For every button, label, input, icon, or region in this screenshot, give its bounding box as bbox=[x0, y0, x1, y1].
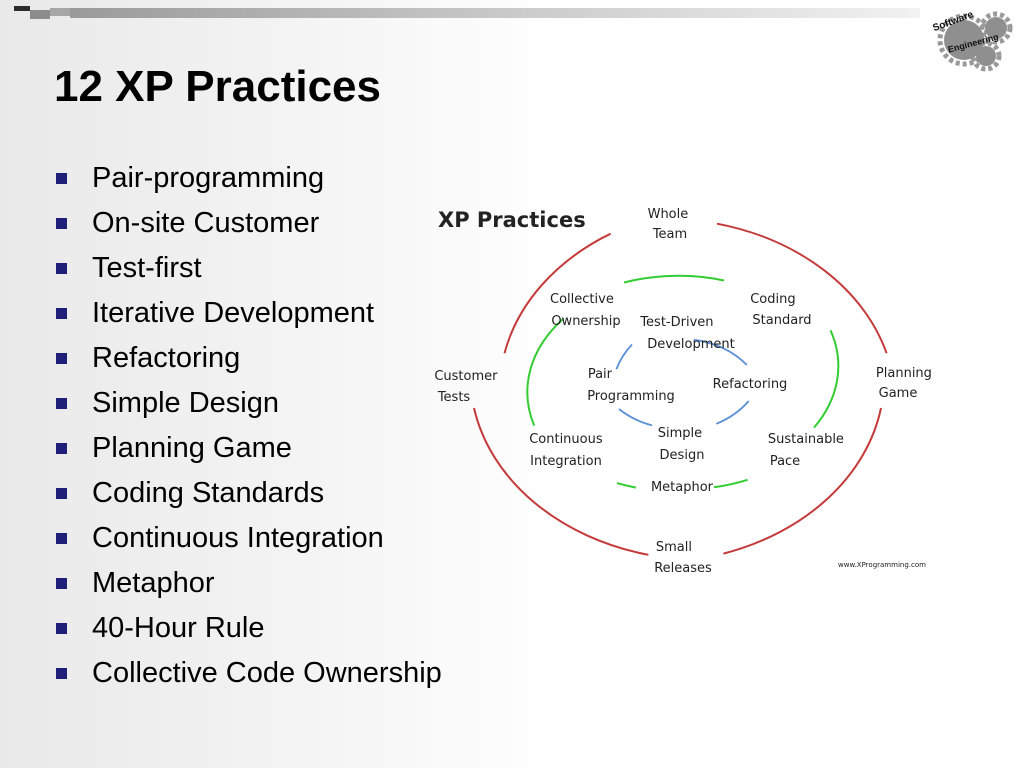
top-decoration-bar bbox=[0, 0, 1024, 24]
label-small-releases: Small Releases bbox=[654, 540, 712, 576]
gear-icon bbox=[937, 11, 1013, 72]
label-metaphor: Metaphor bbox=[651, 480, 714, 495]
list-item: Metaphor bbox=[56, 561, 442, 606]
list-item-text: Test-first bbox=[92, 252, 202, 284]
outer-ring bbox=[473, 222, 888, 556]
list-item: Pair-programming bbox=[56, 156, 442, 201]
xp-practices-diagram: XP Practices Whole Team Planning Game Sm… bbox=[434, 207, 936, 576]
list-item-text: Metaphor bbox=[92, 567, 215, 599]
list-item-text: 40-Hour Rule bbox=[92, 612, 265, 644]
slide-title: 12 XP Practices bbox=[54, 62, 381, 111]
list-item-text: Planning Game bbox=[92, 432, 292, 464]
bullet-square-icon bbox=[56, 308, 67, 319]
inner-ring bbox=[615, 338, 750, 427]
list-item: Simple Design bbox=[56, 381, 442, 426]
label-pair-programming: Pair Programming bbox=[587, 367, 675, 404]
gear-icon bbox=[985, 17, 1007, 39]
middle-ring bbox=[526, 274, 840, 489]
list-item: On-site Customer bbox=[56, 201, 442, 246]
gear-icon bbox=[944, 20, 984, 60]
label-refactoring: Refactoring bbox=[713, 377, 788, 392]
list-item-text: Collective Code Ownership bbox=[92, 657, 442, 689]
bullet-square-icon bbox=[56, 218, 67, 229]
bullet-square-icon bbox=[56, 263, 67, 274]
list-item: Test-first bbox=[56, 246, 442, 291]
label-continuous-integration: Continuous Integration bbox=[529, 432, 607, 469]
gear-icon bbox=[976, 46, 996, 66]
bullet-square-icon bbox=[56, 668, 67, 679]
bullet-square-icon bbox=[56, 623, 67, 634]
bullet-square-icon bbox=[56, 533, 67, 544]
software-engineering-logo: Software Engineering bbox=[931, 9, 1013, 72]
list-item-text: Refactoring bbox=[92, 342, 241, 374]
practice-list: Pair-programming On-site Customer Test-f… bbox=[56, 156, 442, 696]
list-item-text: Iterative Development bbox=[92, 297, 375, 329]
label-sustainable-pace: Sustainable Pace bbox=[768, 432, 848, 469]
decor-block bbox=[14, 6, 30, 11]
bullet-square-icon bbox=[56, 398, 67, 409]
diagram-credit: www.XProgramming.com bbox=[838, 561, 926, 569]
list-item-text: Coding Standards bbox=[92, 477, 325, 509]
list-item: Continuous Integration bbox=[56, 516, 442, 561]
list-item-text: Continuous Integration bbox=[92, 522, 384, 554]
list-item: Coding Standards bbox=[56, 471, 442, 516]
label-test-driven-development: Test-Driven Development bbox=[639, 315, 734, 352]
list-item: Iterative Development bbox=[56, 291, 442, 336]
label-collective-ownership: Collective Ownership bbox=[550, 292, 621, 329]
bullet-square-icon bbox=[56, 443, 67, 454]
bullet-square-icon bbox=[56, 578, 67, 589]
list-item-text: Pair-programming bbox=[92, 162, 325, 194]
list-item: Collective Code Ownership bbox=[56, 651, 442, 696]
decor-block bbox=[50, 8, 70, 16]
diagram-title: XP Practices bbox=[438, 208, 586, 232]
label-whole-team: Whole Team bbox=[648, 207, 693, 242]
label-simple-design: Simple Design bbox=[658, 426, 707, 463]
label-customer-tests: Customer Tests bbox=[434, 369, 501, 405]
label-coding-standard: Coding Standard bbox=[750, 292, 811, 328]
bullet-square-icon bbox=[56, 353, 67, 364]
label-planning-game: Planning Game bbox=[876, 366, 936, 401]
bullet-square-icon bbox=[56, 173, 67, 184]
decor-block bbox=[30, 10, 50, 19]
bullet-square-icon bbox=[56, 488, 67, 499]
gradient-bar bbox=[70, 8, 920, 18]
list-item: 40-Hour Rule bbox=[56, 606, 442, 651]
list-item: Refactoring bbox=[56, 336, 442, 381]
list-item-text: Simple Design bbox=[92, 387, 279, 419]
list-item-text: On-site Customer bbox=[92, 207, 320, 239]
list-item: Planning Game bbox=[56, 426, 442, 471]
